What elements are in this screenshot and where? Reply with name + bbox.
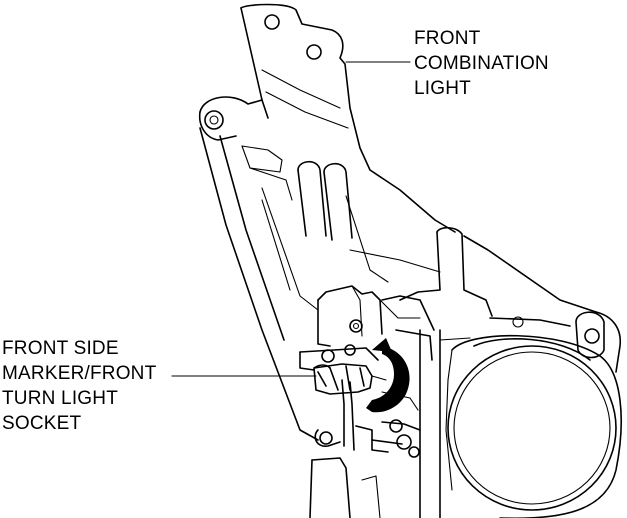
front-combination-light-label-line: LIGHT <box>414 78 471 99</box>
leader-lines <box>171 61 411 377</box>
front-combination-light-label: FRONT COMBINATION LIGHT <box>414 26 549 101</box>
rotation-arrow <box>366 338 410 413</box>
socket-label: FRONT SIDE MARKER/FRONT TURN LIGHT SOCKE… <box>2 336 156 436</box>
housing-body <box>199 127 441 441</box>
socket-label-line: TURN LIGHT <box>2 388 118 409</box>
socket-label-line: FRONT SIDE <box>2 338 119 359</box>
upper-mounting-bracket <box>240 3 456 233</box>
front-combination-light-label-line: FRONT <box>414 28 481 49</box>
left-mounting-ear <box>198 96 263 141</box>
front-combination-light-label-line: COMBINATION <box>414 53 549 74</box>
turn-light-socket <box>299 344 387 451</box>
socket-label-line: SOCKET <box>2 413 82 434</box>
socket-label-line: MARKER/FRONT <box>2 363 157 384</box>
lens <box>445 334 622 518</box>
lower-housing <box>309 391 421 518</box>
lens-frame <box>399 226 621 518</box>
socket-bracket <box>317 285 435 361</box>
